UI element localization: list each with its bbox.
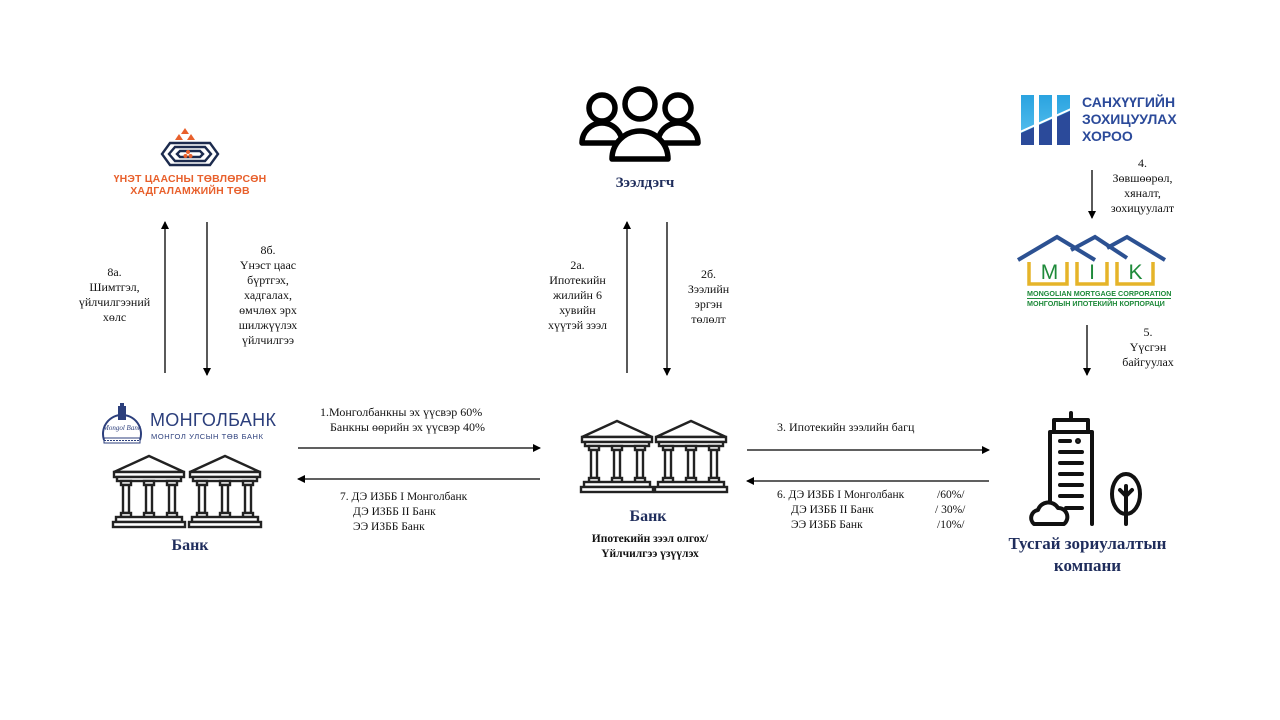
flow-1-label: 1.Монголбанкны эх үүсвэр 60% Банкны өөри… (320, 405, 485, 435)
flow-6-row-label: ДЭ ИЗББ II Банк (791, 504, 874, 516)
flow-3-line: 3. Ипотекийн зээлийн багц (777, 420, 915, 434)
flow-6-row-share: /10%/ (937, 519, 965, 531)
flow-8a-line: үйлчилгээний (78, 295, 151, 309)
mongolbank-name: МОНГОЛБАНК (150, 410, 277, 430)
bank-subtitle-line: Ипотекийн зээл олгох/ (591, 533, 709, 545)
flow-8b-label: 8б. Үнэст цаас бүртгэх, хадгалах, өмчлөх… (218, 243, 318, 348)
regulator-name-line3: ХОРОО (1082, 128, 1133, 144)
regulator-logo: САНХҮҮГИЙН ЗОХИЦУУЛАХ ХОРОО (1019, 94, 1177, 148)
mik-letter-k: K (1128, 261, 1143, 284)
regulator-name-line2: ЗОХИЦУУЛАХ (1082, 111, 1177, 127)
flow-2b-line: Зээлийн (687, 282, 730, 296)
flow-8b-line: өмчлөх эрх (239, 303, 297, 317)
flow-3-label: 3. Ипотекийн зээлийн багц (777, 420, 914, 435)
flow-8b-line: 8б. (260, 243, 276, 257)
flow-6-row-label: 6. ДЭ ИЗББ I Монголбанк (777, 489, 905, 501)
bank-buildings-icon (579, 419, 729, 494)
mik-houses-icon (1016, 234, 1167, 286)
flow-8a-line: хөлс (102, 310, 127, 324)
flow-4-line: зохицуулалт (1110, 201, 1175, 215)
flow-2a-line: хувийн (559, 303, 596, 317)
flow-1-line: 1.Монголбанкны эх үүсвэр 60% (320, 405, 483, 419)
depository-name-line2: ХАДГАЛАМЖИЙН ТӨВ (130, 185, 250, 197)
flow-4-line: 4. (1138, 156, 1147, 170)
regulator-bars-icon (1019, 94, 1072, 146)
flow-7-label: 7. ДЭ ИЗББ I Монголбанк ДЭ ИЗББ II Банк … (340, 490, 467, 535)
flow-2b-line: эргэн (694, 297, 723, 311)
mik-logo: M I K MONGOLIAN MORTGAGE CORPORATION МОН… (1015, 232, 1172, 312)
spv-title-line: компани (1053, 556, 1122, 575)
borrower-title: Зээлдэгч (615, 175, 675, 191)
flow-8b-line: үйлчилгээ (241, 333, 295, 347)
flow-2b-line: төлөлт (691, 312, 726, 326)
flow-6-row-share: / 30%/ (935, 504, 966, 516)
flow-2a-line: 2а. (570, 258, 585, 272)
flow-7-line: 7. ДЭ ИЗББ I Монголбанк (340, 491, 468, 503)
mik-name-line2: МОНГОЛЫН ИПОТЕКИЙН КОРПОРАЦИ (1027, 299, 1165, 308)
mongolbank-logo: Mongol Bank МОНГОЛБАНК МОНГОЛ УЛСЫН ТӨВ … (98, 402, 288, 448)
mongolbank-emblem-icon: Mongol Bank (102, 403, 142, 444)
flow-5-line: Үүсгэн (1129, 340, 1167, 354)
flow-2b-line: 2б. (700, 267, 717, 281)
mik-name-line1: MONGOLIAN MORTGAGE CORPORATION (1027, 289, 1172, 299)
flow-6-row-label: ЭЭ ИЗББ Банк (791, 519, 863, 531)
flow-8b-line: Үнэст цаас (239, 258, 297, 272)
flow-5-line: байгуулах (1122, 355, 1174, 369)
flow-6-row-share: /60%/ (937, 489, 965, 501)
flow-2b-label: 2б. Зээлийн эргэн төлөлт (676, 267, 741, 327)
flow-6-row: 6. ДЭ ИЗББ I Монголбанк /60%/ (777, 488, 977, 503)
mik-letter-m: M (1040, 261, 1059, 284)
flow-6-label: 6. ДЭ ИЗББ I Монголбанк /60%/ ДЭ ИЗББ II… (777, 488, 977, 533)
users-group-icon (579, 86, 701, 162)
flow-5-line: 5. (1143, 325, 1153, 339)
flow-8b-line: бүртгэх, (247, 273, 289, 287)
spv-title-line: Тусгай зориулалтын (1008, 534, 1167, 553)
depository-logo: ҮНЭТ ЦААСНЫ ТӨВЛӨРСӨН ХАДГАЛАМЖИЙН ТӨВ (100, 126, 280, 197)
bank-subtitle-line: Үйлчилгээ үзүүлэх (601, 548, 699, 560)
spv-title: Тусгай зориулалтын компани (985, 533, 1190, 577)
flow-2a-line: жилийн 6 (553, 288, 602, 302)
bank-subtitle: Ипотекийн зээл олгох/ Үйлчилгээ үзүүлэх (565, 532, 735, 562)
flow-1-line: Банкны өөрийн эх үүсвэр 40% (330, 420, 486, 434)
flow-8a-label: 8а. Шимтгэл, үйлчилгээний хөлс (62, 265, 167, 325)
flow-8a-line: Шимтгэл, (89, 280, 140, 294)
flow-4-line: хяналт, (1124, 186, 1161, 200)
mik-letter-i: I (1089, 261, 1095, 284)
flow-5-label: 5. Үүсгэн байгуулах (1108, 325, 1188, 370)
flow-2a-line: хүүтэй зээл (548, 318, 607, 332)
flow-4-label: 4. Зөвшөөрөл, хяналт, зохицуулалт (1100, 156, 1185, 216)
mongolbank-title: Банк (171, 537, 209, 554)
mongolbank-subname: МОНГОЛ УЛСЫН ТӨВ БАНК (151, 432, 264, 441)
regulator-name-line1: САНХҮҮГИЙН (1082, 94, 1176, 110)
flow-6-row: ДЭ ИЗББ II Банк / 30%/ (777, 503, 977, 518)
flow-8a-line: 8а. (107, 265, 122, 279)
bank-buildings-icon (111, 454, 263, 529)
flow-4-line: Зөвшөөрөл, (1112, 171, 1173, 185)
flow-8b-line: шилжүүлэх (238, 318, 298, 332)
flow-2a-label: 2а. Ипотекийн жилийн 6 хувийн хүүтэй зээ… (530, 258, 625, 333)
flow-6-row: ЭЭ ИЗББ Банк /10%/ (777, 518, 977, 533)
flow-7-line: ДЭ ИЗББ II Банк (353, 506, 436, 518)
bank-title: Банк (629, 508, 667, 525)
flow-7-line: ЭЭ ИЗББ Банк (353, 521, 425, 533)
svg-text:Mongol Bank: Mongol Bank (102, 424, 142, 432)
depository-name-line1: ҮНЭТ ЦААСНЫ ТӨВЛӨРСӨН (113, 173, 267, 185)
flow-2a-line: Ипотекийн (549, 273, 606, 287)
depository-emblem-icon (160, 128, 220, 167)
flow-8b-line: хадгалах, (244, 288, 292, 302)
office-building-icon (1029, 411, 1142, 526)
